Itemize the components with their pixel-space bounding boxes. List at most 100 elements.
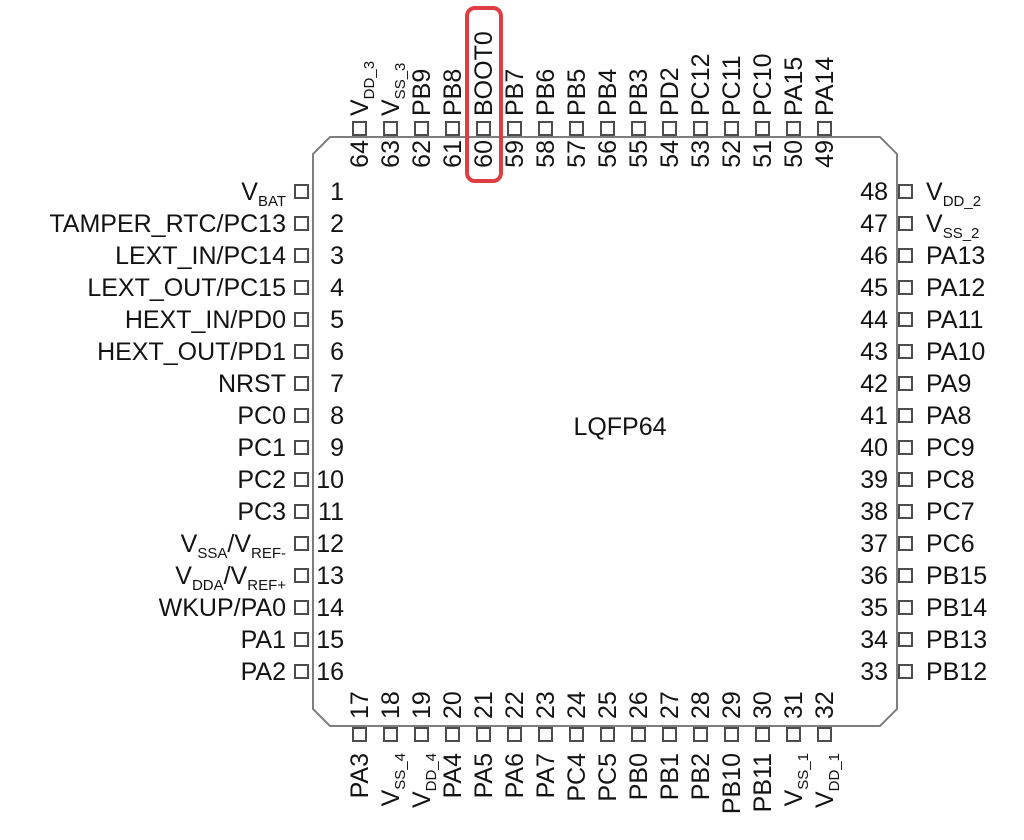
pin-square-57 xyxy=(569,121,584,136)
pin-label-8: PC0 xyxy=(237,402,286,430)
pin-square-39 xyxy=(898,472,913,487)
pin-number-54: 54 xyxy=(656,140,684,168)
pin-label-32: VDD_1 xyxy=(811,753,843,809)
pin-label-35: PB14 xyxy=(926,594,988,622)
pin-label-52: PC11 xyxy=(718,55,746,116)
chip-body xyxy=(312,136,898,727)
pin-number-20: 20 xyxy=(439,691,467,719)
pin-square-24 xyxy=(569,727,584,742)
pin-square-6 xyxy=(294,344,309,359)
pin-number-29: 29 xyxy=(718,691,746,719)
pin-square-19 xyxy=(414,727,429,742)
pin-square-11 xyxy=(294,504,309,519)
pin-square-13 xyxy=(294,568,309,583)
pin-square-58 xyxy=(538,121,553,136)
pin-number-14: 14 xyxy=(316,594,344,622)
pin-label-38: PC7 xyxy=(926,498,975,526)
pin-number-59: 59 xyxy=(501,140,529,168)
pin-number-39: 39 xyxy=(860,466,888,494)
pin-label-43: PA10 xyxy=(926,338,986,366)
pin-number-49: 49 xyxy=(811,140,839,168)
pin-square-14 xyxy=(294,600,309,615)
pin-label-10: PC2 xyxy=(237,466,286,494)
pin-label-37: PC6 xyxy=(926,530,975,558)
pin-square-29 xyxy=(724,727,739,742)
pin-square-37 xyxy=(898,536,913,551)
pin-square-9 xyxy=(294,440,309,455)
pin-label-3: LEXT_IN/PC14 xyxy=(115,242,286,270)
pin-label-21: PA5 xyxy=(470,753,498,799)
pin-square-2 xyxy=(294,216,309,231)
boot0-highlight-box xyxy=(465,6,503,183)
pin-square-30 xyxy=(755,727,770,742)
pin-square-12 xyxy=(294,536,309,551)
pin-label-45: PA12 xyxy=(926,274,986,302)
pin-square-7 xyxy=(294,376,309,391)
pin-label-1: VBAT xyxy=(241,178,286,210)
package-label: LQFP64 xyxy=(573,413,667,441)
pin-number-56: 56 xyxy=(594,140,622,168)
pin-label-59: PB7 xyxy=(501,68,529,116)
pin-number-45: 45 xyxy=(860,274,888,302)
pin-square-49 xyxy=(817,121,832,136)
pin-number-18: 18 xyxy=(377,691,405,719)
pin-label-20: PA4 xyxy=(439,753,467,799)
pin-square-27 xyxy=(662,727,677,742)
pin-number-55: 55 xyxy=(625,140,653,168)
pin-square-48 xyxy=(898,184,913,199)
pin-square-62 xyxy=(414,121,429,136)
pin-label-57: PB5 xyxy=(563,68,591,116)
pin-square-4 xyxy=(294,280,309,295)
pin-label-27: PB1 xyxy=(656,753,684,801)
pin-square-8 xyxy=(294,408,309,423)
pin-number-37: 37 xyxy=(860,530,888,558)
pin-number-17: 17 xyxy=(346,691,374,719)
pin-square-32 xyxy=(817,727,832,742)
pin-square-15 xyxy=(294,632,309,647)
pin-square-22 xyxy=(507,727,522,742)
pin-number-47: 47 xyxy=(860,210,888,238)
pin-label-11: PC3 xyxy=(237,498,286,526)
pin-label-30: PB11 xyxy=(749,753,777,813)
pin-number-36: 36 xyxy=(860,562,888,590)
pin-label-51: PC10 xyxy=(749,53,777,116)
pin-label-36: PB15 xyxy=(926,562,988,590)
pin-label-15: PA1 xyxy=(240,626,286,654)
pin-square-3 xyxy=(294,248,309,263)
pin-number-63: 63 xyxy=(377,140,405,168)
pin-number-42: 42 xyxy=(860,370,888,398)
pin-number-50: 50 xyxy=(780,140,808,168)
pin-number-21: 21 xyxy=(470,691,498,719)
pin-square-16 xyxy=(294,664,309,679)
pin-number-1: 1 xyxy=(330,178,344,206)
pin-square-45 xyxy=(898,280,913,295)
pin-number-43: 43 xyxy=(860,338,888,366)
pin-number-44: 44 xyxy=(860,306,888,334)
pin-number-8: 8 xyxy=(330,402,344,430)
pin-label-34: PB13 xyxy=(926,626,988,654)
pin-number-64: 64 xyxy=(346,140,374,168)
pin-number-57: 57 xyxy=(563,140,591,168)
pin-number-2: 2 xyxy=(330,210,344,238)
pin-number-61: 61 xyxy=(439,140,467,168)
pin-square-36 xyxy=(898,568,913,583)
pin-number-4: 4 xyxy=(330,274,344,302)
pin-square-64 xyxy=(352,121,367,136)
pin-number-23: 23 xyxy=(532,691,560,719)
pin-label-13: VDDA/VREF+ xyxy=(175,562,286,594)
pin-number-24: 24 xyxy=(563,691,591,719)
pin-square-55 xyxy=(631,121,646,136)
pin-label-14: WKUP/PA0 xyxy=(158,594,286,622)
pin-label-7: NRST xyxy=(217,370,286,398)
pin-label-2: TAMPER_RTC/PC13 xyxy=(49,210,286,238)
pin-number-3: 3 xyxy=(330,242,344,270)
pin-number-35: 35 xyxy=(860,594,888,622)
pin-number-51: 51 xyxy=(749,140,777,168)
pin-square-10 xyxy=(294,472,309,487)
pin-square-59 xyxy=(507,121,522,136)
pin-number-28: 28 xyxy=(687,691,715,719)
pin-number-12: 12 xyxy=(316,530,344,558)
pin-square-44 xyxy=(898,312,913,327)
pin-label-61: PB8 xyxy=(439,68,467,116)
